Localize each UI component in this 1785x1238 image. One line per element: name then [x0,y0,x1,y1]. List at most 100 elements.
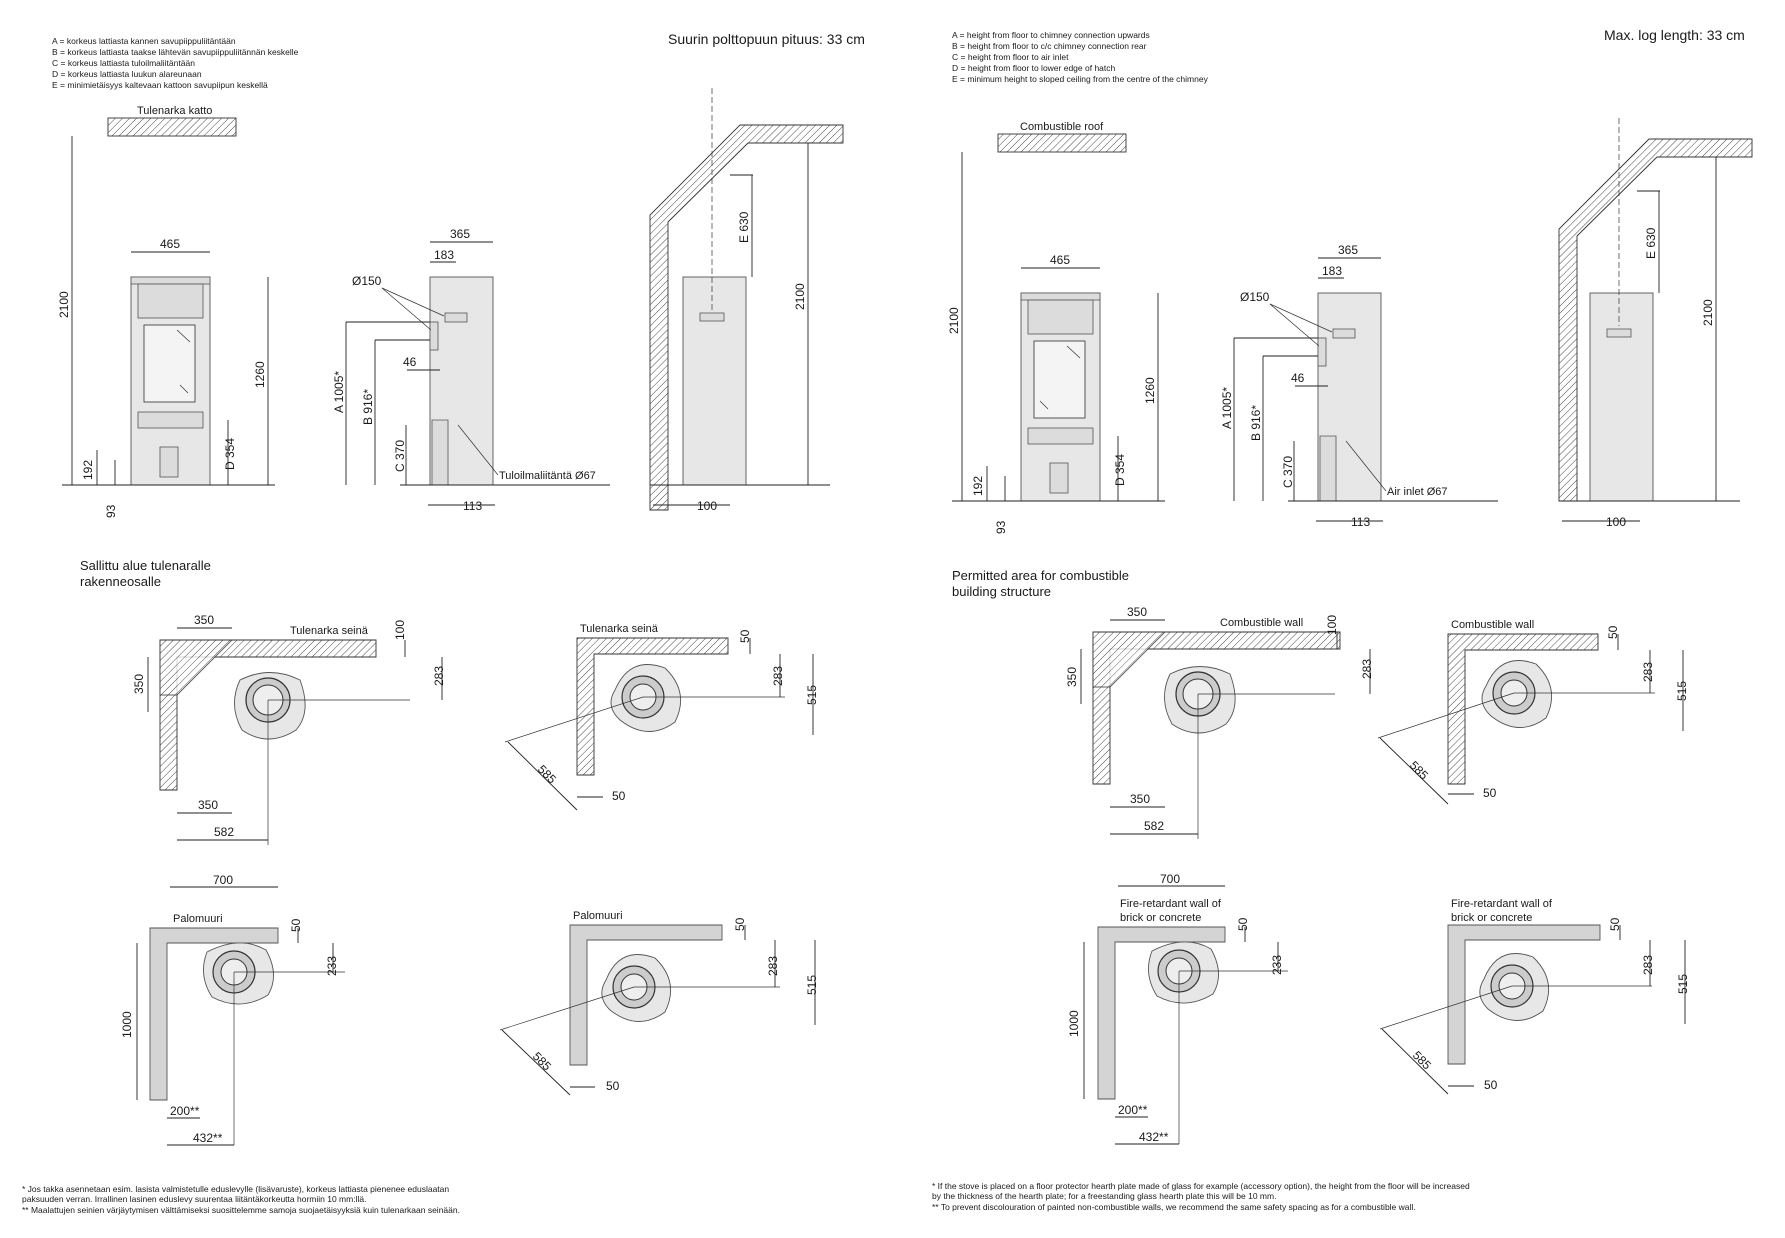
dim-c370: C 370 [1281,456,1295,488]
legend-line: D = height from floor to lower edge of h… [952,63,1116,73]
plan-firewall-parallel: Fire-retardant wall of brick or concrete… [1067,872,1288,1145]
plan-firewall-corner: Fire-retardant wall of brick or concrete… [1379,898,1690,1095]
roof-label: Combustible roof [1020,121,1104,133]
dim-283-b: 283 [771,666,785,686]
dim-b916: B 916* [1249,405,1263,441]
dim-50-fw2-h: 50 [606,1079,620,1093]
dim-b916: B 916* [361,389,375,425]
footnote: ** To prevent discolouration of painted … [932,1202,1416,1212]
footnotes-en: * If the stove is placed on a floor prot… [932,1181,1470,1212]
dim-200: 200** [170,1104,200,1118]
dim-350-h: 350 [1130,792,1150,806]
ash-hatch [159,446,179,478]
legend-line: E = minimietäisyys kaltevaan kattoon sav… [52,80,268,90]
legend-line: B = height from floor to c/c chimney con… [952,41,1147,51]
footnote: paksuuden verran. Irrallinen lasinen edu… [22,1194,366,1204]
dim-1000: 1000 [120,1011,134,1038]
dim-200: 200** [1118,1103,1148,1117]
dim-432: 432** [1139,1130,1169,1144]
dim-350: 350 [194,613,214,627]
sloped-ceiling-view: E 630 2100 100 [1558,118,1753,529]
dim-585: 585 [1407,758,1431,782]
roof-label: Tulenarka katto [137,105,212,117]
legend-line: B = korkeus lattiasta taakse lähtevän sa… [52,47,299,57]
dim-2100: 2100 [57,291,71,318]
plan-firewall-corner: Palomuuri 50 283 515 585 50 [499,910,819,1096]
dim-365: 365 [1338,243,1358,257]
footnotes-fi: * Jos takka asennetaan esim. lasista val… [22,1184,460,1215]
dim-50-fw: 50 [289,918,303,932]
dim-46: 46 [403,355,417,369]
dim-a1005: A 1005* [332,371,346,413]
dim-c370: C 370 [393,440,407,472]
dim-365: 365 [450,227,470,241]
footnote: ** Maalattujen seinien värjäytymisen väl… [22,1205,460,1215]
dim-192: 192 [971,476,985,496]
side-view: 365 183 Ø150 A 1005* B 916* 46 C 370 Tul… [332,227,610,513]
dim-50-fw2: 50 [733,917,747,931]
wall-label-2: Tulenarka seinä [580,623,659,635]
dim-183: 183 [434,248,454,262]
dim-50: 50 [1606,625,1620,639]
permitted-area-title-2: building structure [952,584,1051,599]
front-view: 2100 465 1260 D 354 192 93 [57,136,275,518]
wall-label: Tulenarka seinä [290,625,369,637]
air-inlet-label: Tuloilmaliitäntä Ø67 [499,470,596,482]
dim-100: 100 [1325,615,1339,635]
dim-a1005: A 1005* [1220,387,1234,429]
plan-combustible-corner: Combustible wall 50 283 515 585 50 [1377,619,1689,805]
combustible-roof [107,117,237,137]
legend-fi: A = korkeus lattiasta kannen savupiippul… [52,36,299,90]
legend-line: C = korkeus lattiasta tuloilmaliitäntään [52,58,195,68]
dim-350-v: 350 [132,674,146,694]
dim-100: 100 [1606,515,1626,529]
dim-93: 93 [104,504,118,518]
dim-50-h: 50 [1483,786,1497,800]
dim-585: 585 [535,762,559,786]
dim-515: 515 [805,685,819,705]
dim-515-fw2: 515 [1676,974,1690,994]
permitted-area-title: Permitted area for combustible [952,568,1129,583]
dim-700: 700 [1160,872,1180,886]
dim-e630: E 630 [1644,227,1658,259]
dim-283-b: 283 [1641,662,1655,682]
air-inlet-label: Air inlet Ø67 [1387,486,1448,498]
door-glass [143,324,196,403]
sloped-ceiling-view: E 630 2100 100 [649,88,844,513]
dim-582: 582 [214,825,234,839]
front-view: 2100 465 1260 D 354 192 93 [947,152,1165,534]
dim-465: 465 [1050,253,1070,267]
dim-1260: 1260 [253,361,267,388]
dim-700: 700 [213,873,233,887]
log-length-title: Suurin polttopuun pituus: 33 cm [668,31,865,47]
dim-100: 100 [697,499,717,513]
dim-d354: D 354 [1113,454,1127,486]
legend-line: A = height from floor to chimney connect… [952,30,1150,40]
legend-line: E = minimum height to sloped ceiling fro… [952,74,1209,84]
dim-2100-ceiling: 2100 [1701,299,1715,326]
dim-50-fw2-h: 50 [1484,1078,1498,1092]
dim-283: 283 [432,666,446,686]
wall-label-2: Combustible wall [1451,619,1534,631]
plan-combustible-parallel: Tulenarka seinä 350 100 283 350 350 582 [132,613,446,845]
plan-firewall-parallel: Palomuuri 700 50 233 1000 200** 432** [120,873,345,1146]
fire-wall-label: Fire-retardant wall of [1120,898,1222,910]
footnote: * If the stove is placed on a floor prot… [932,1181,1470,1191]
plan-combustible-corner: Tulenarka seinä 50 283 515 585 50 [504,623,819,811]
dim-2100: 2100 [947,307,961,334]
dim-113: 113 [1351,515,1370,529]
dim-dia150: Ø150 [352,274,382,288]
dim-2100-ceiling: 2100 [793,283,807,310]
panel-en: A = height from floor to chimney connect… [932,27,1753,1212]
dim-e630: E 630 [737,211,751,243]
dim-350-h: 350 [198,798,218,812]
panel-fi: A = korkeus lattiasta kannen savupiippul… [22,31,865,1215]
dim-192: 192 [81,460,95,480]
dim-113: 113 [463,499,482,513]
dim-515-fw2: 515 [805,975,819,995]
dim-50-h: 50 [612,789,626,803]
permitted-area-title-2: rakenneosalle [80,574,161,589]
footnote: * Jos takka asennetaan esim. lasista val… [22,1184,449,1194]
log-length-title: Max. log length: 33 cm [1604,27,1745,43]
